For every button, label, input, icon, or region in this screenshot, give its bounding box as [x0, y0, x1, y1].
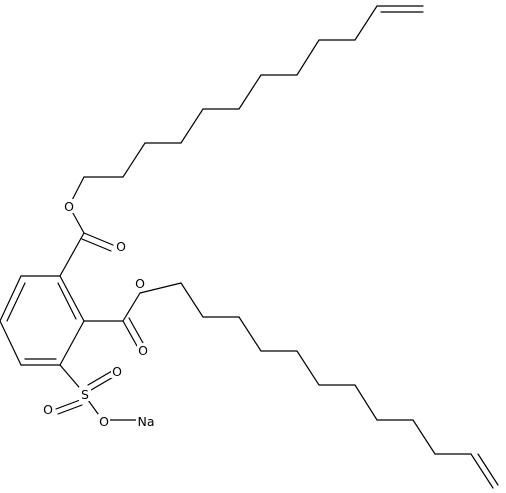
- atom-label-o-sulfonyl-1: O: [112, 364, 122, 379]
- ring-bond-c4-c5: [0, 320, 22, 366]
- bond-carbonyl-double-lower-b: [128, 317, 144, 344]
- bond-carbonyl-double-upper-b: [81, 238, 112, 252]
- atom-label-o-ester-upper-double: O: [116, 239, 126, 254]
- ester-group-lower: [83, 282, 182, 347]
- ring-bond-c2-c3: [59, 320, 85, 366]
- ester-group-upper: [59, 176, 114, 277]
- ring-bond-c1-c2: [59, 275, 85, 322]
- atom-label-o-ester-lower-single: O: [135, 276, 145, 291]
- atom-label-o-sulfonate: O: [99, 414, 109, 429]
- atom-labels: O O O O S O O O Na: [42, 199, 156, 429]
- ring-double-bond-inner-3: [6, 282, 26, 322]
- lower-alkyl-chain: [180, 282, 494, 489]
- bond-sulfur-oxygen-2b: [57, 404, 83, 415]
- bond-carbonyl-oxygen-lower: [122, 292, 141, 322]
- atom-label-o-sulfonyl-2: O: [43, 402, 53, 417]
- sulfonate-group: [55, 364, 137, 421]
- bond-ring-carbonyl-upper: [59, 232, 85, 277]
- bond-sulfur-oxygen-1b: [90, 375, 116, 391]
- lower-terminal-double-bond: [477, 453, 499, 486]
- bond-oxygen-chain-lower: [139, 282, 182, 294]
- ring-bond-c5-c6: [0, 275, 22, 322]
- bond-sulfur-oxygen-2a: [55, 399, 81, 410]
- bond-sulfur-oxygen-1a: [87, 370, 113, 386]
- atom-label-o-ester-upper-single: O: [64, 199, 74, 214]
- benzene-ring: [0, 275, 85, 366]
- bond-carbonyl-double-lower-a: [122, 320, 138, 347]
- ring-double-bond-inner-1: [57, 282, 77, 320]
- bond-carbonyl-double-upper-a: [83, 232, 114, 246]
- atom-label-o-ester-lower-double: O: [138, 343, 148, 358]
- atom-label-sodium: Na: [137, 414, 154, 429]
- atom-label-sulfur: S: [81, 387, 89, 402]
- upper-alkyl-chain: [83, 5, 424, 178]
